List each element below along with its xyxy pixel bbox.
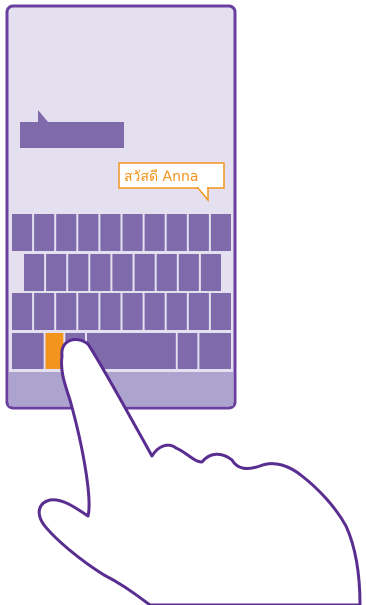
keyboard-key[interactable] <box>68 254 88 291</box>
keyboard-key[interactable] <box>179 254 199 291</box>
keyboard-key[interactable] <box>34 293 54 330</box>
keyboard-key[interactable] <box>78 293 98 330</box>
keyboard-key[interactable] <box>12 293 32 330</box>
keyboard-key[interactable] <box>201 254 221 291</box>
keyboard-key[interactable] <box>46 254 66 291</box>
keyboard-key[interactable] <box>112 254 132 291</box>
keyboard-key[interactable] <box>145 293 165 330</box>
keyboard-key[interactable] <box>189 293 209 330</box>
keyboard-key[interactable] <box>78 214 98 251</box>
keyboard-key[interactable] <box>56 293 76 330</box>
keyboard-key[interactable] <box>167 293 187 330</box>
keyboard-key[interactable] <box>145 214 165 251</box>
keyboard-key[interactable] <box>167 214 187 251</box>
keyboard-key[interactable] <box>34 214 54 251</box>
keyboard-key[interactable] <box>157 254 177 291</box>
keyboard-key[interactable] <box>100 293 120 330</box>
keyboard-key[interactable] <box>12 333 44 369</box>
incoming-message-body <box>20 122 124 148</box>
keyboard-key[interactable] <box>56 214 76 251</box>
keyboard-key[interactable] <box>211 214 231 251</box>
keyboard-key[interactable] <box>12 214 32 251</box>
keyboard-key[interactable] <box>100 214 120 251</box>
keyboard-key[interactable] <box>178 333 198 369</box>
outgoing-message-text: สวัสดี Anna <box>124 169 198 185</box>
keyboard-key[interactable] <box>189 214 209 251</box>
keyboard-key[interactable] <box>211 293 231 330</box>
keyboard-key[interactable] <box>90 254 110 291</box>
keyboard-key[interactable] <box>135 254 155 291</box>
keyboard-key[interactable] <box>24 254 44 291</box>
keyboard-key[interactable] <box>123 214 143 251</box>
keyboard-key[interactable] <box>123 293 143 330</box>
keyboard-key[interactable] <box>199 333 231 369</box>
